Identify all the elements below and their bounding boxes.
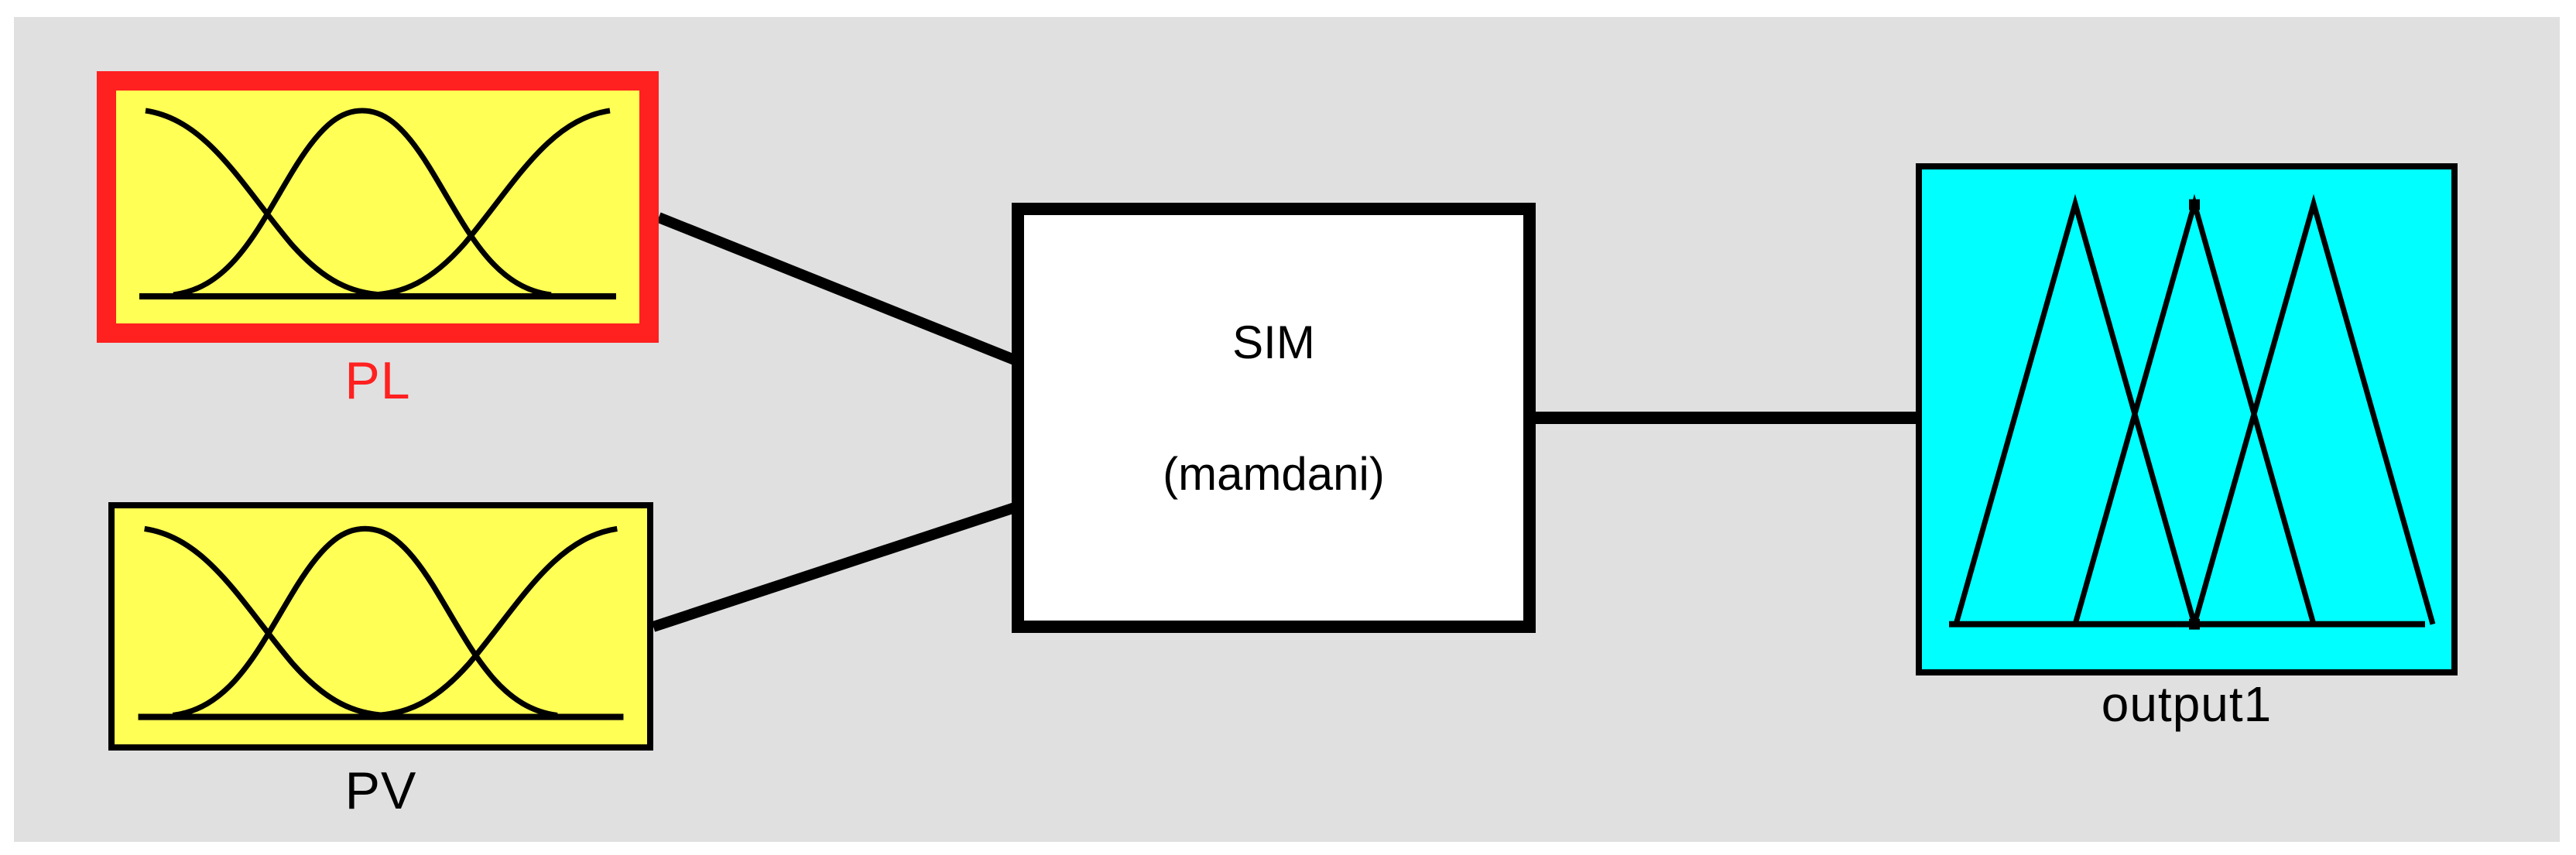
system-node-sim[interactable]: SIM (mamdani) <box>1012 203 1536 633</box>
tri-curve-left <box>1953 193 2197 625</box>
input-label-pv: PV <box>344 761 417 820</box>
mf-vertex-marker-top <box>2189 199 2200 210</box>
diagram-canvas: PL PV SIM (mamdani) <box>14 17 2560 842</box>
input-label-pl: PL <box>344 351 411 410</box>
gauss-curve-right <box>372 108 611 298</box>
system-name-text: SIM <box>1232 316 1315 368</box>
input-node-pl[interactable] <box>97 71 659 343</box>
gauss-curve-left <box>145 108 383 298</box>
gauss-mf-icon <box>139 108 616 299</box>
tri-curve-right <box>2191 193 2436 625</box>
mf-vertex-marker-bottom <box>2189 618 2200 630</box>
tri-curve-center <box>2072 193 2317 625</box>
system-type-text: (mamdani) <box>1163 448 1385 500</box>
connector-input2-to-system <box>651 499 1026 632</box>
gauss-mf-icon <box>138 525 624 720</box>
input-node-pv[interactable] <box>108 502 653 751</box>
connector-input1-to-system <box>656 212 1026 369</box>
gauss-curve-left <box>144 525 386 719</box>
gauss-curve-right <box>375 525 618 719</box>
output-label-output1: output1 <box>2101 676 2273 732</box>
output-node-output1[interactable] <box>1916 163 2458 675</box>
tri-mf-icon <box>1949 193 2436 630</box>
